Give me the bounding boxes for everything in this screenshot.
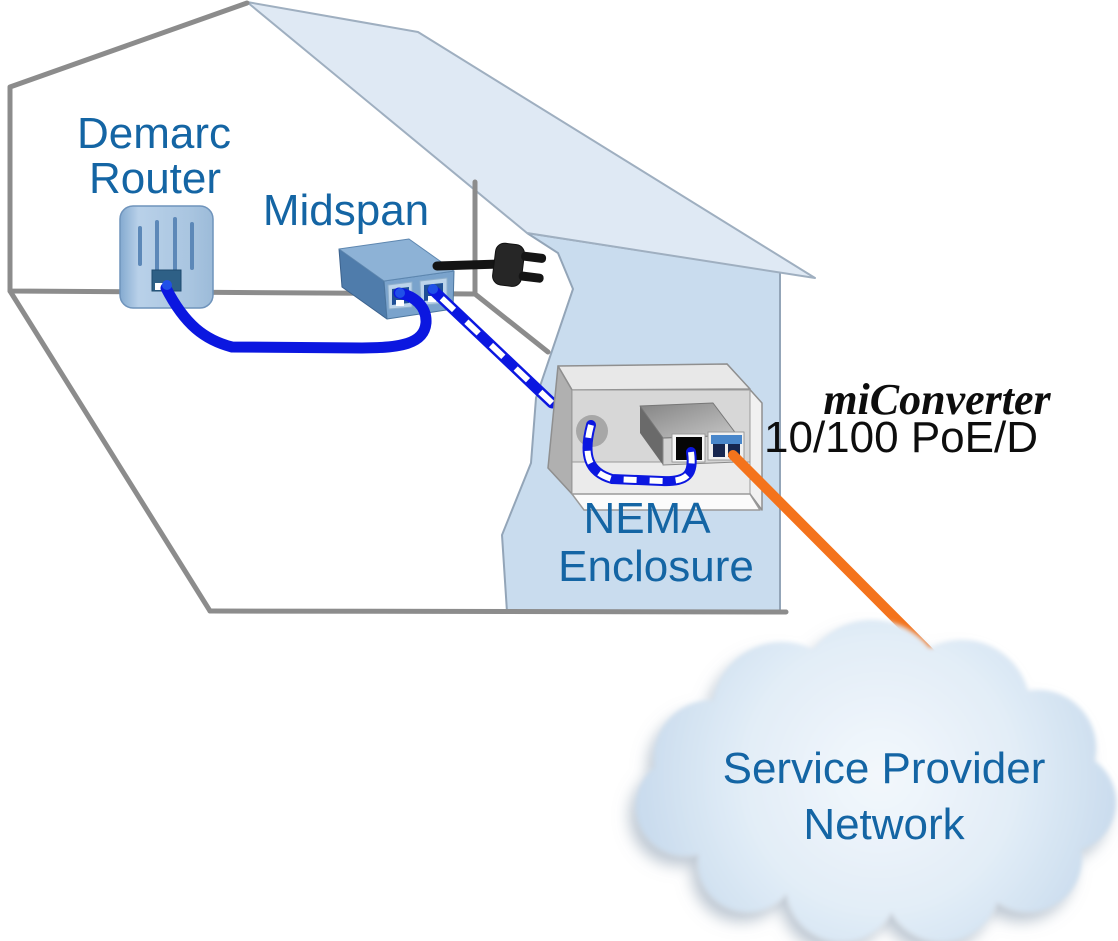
enclosure-front-lip bbox=[571, 493, 761, 511]
router-cable-connector bbox=[162, 280, 172, 290]
nema-enclosure-label-line2: Enclosure bbox=[558, 542, 754, 591]
outdoor-cable-midspan-to-enclosure bbox=[427, 284, 558, 409]
floor-left-line bbox=[7, 288, 213, 614]
converter-model-label: 10/100 PoE/D bbox=[764, 413, 1038, 462]
house-roof bbox=[246, 1, 816, 279]
power-plug-icon bbox=[492, 242, 547, 287]
midspan-top-face bbox=[338, 238, 455, 282]
router-port-notch bbox=[155, 283, 163, 290]
router-body bbox=[119, 205, 214, 309]
ethernet-cable-router-to-midspan bbox=[160, 282, 432, 354]
converter-name-label: miConverter bbox=[823, 375, 1051, 424]
cloud-label-line1: Service Provider bbox=[722, 744, 1046, 793]
enclosure-top-face bbox=[557, 363, 751, 391]
router-vent-lines bbox=[138, 217, 194, 278]
floor-bottom-line bbox=[207, 608, 789, 615]
demarc-router-device bbox=[119, 205, 214, 309]
network-cloud bbox=[636, 620, 1116, 941]
front-wall-line bbox=[7, 0, 478, 297]
midspan-cable-connector-1 bbox=[395, 288, 405, 298]
nema-enclosure-label-line1: NEMA bbox=[583, 494, 711, 543]
indoor-cable-hole-to-converter bbox=[582, 420, 697, 487]
corner-diagonal-line bbox=[472, 291, 551, 355]
power-cord bbox=[432, 259, 505, 271]
midspan-label: Midspan bbox=[262, 186, 430, 235]
midspan-device bbox=[338, 238, 455, 320]
demarc-router-label-line1: Demarc bbox=[76, 109, 232, 158]
house-outline bbox=[7, 0, 789, 615]
cloud-label-line2: Network bbox=[803, 800, 965, 849]
converter-left-face bbox=[640, 406, 663, 465]
demarc-router-label-line2: Router bbox=[88, 154, 222, 203]
